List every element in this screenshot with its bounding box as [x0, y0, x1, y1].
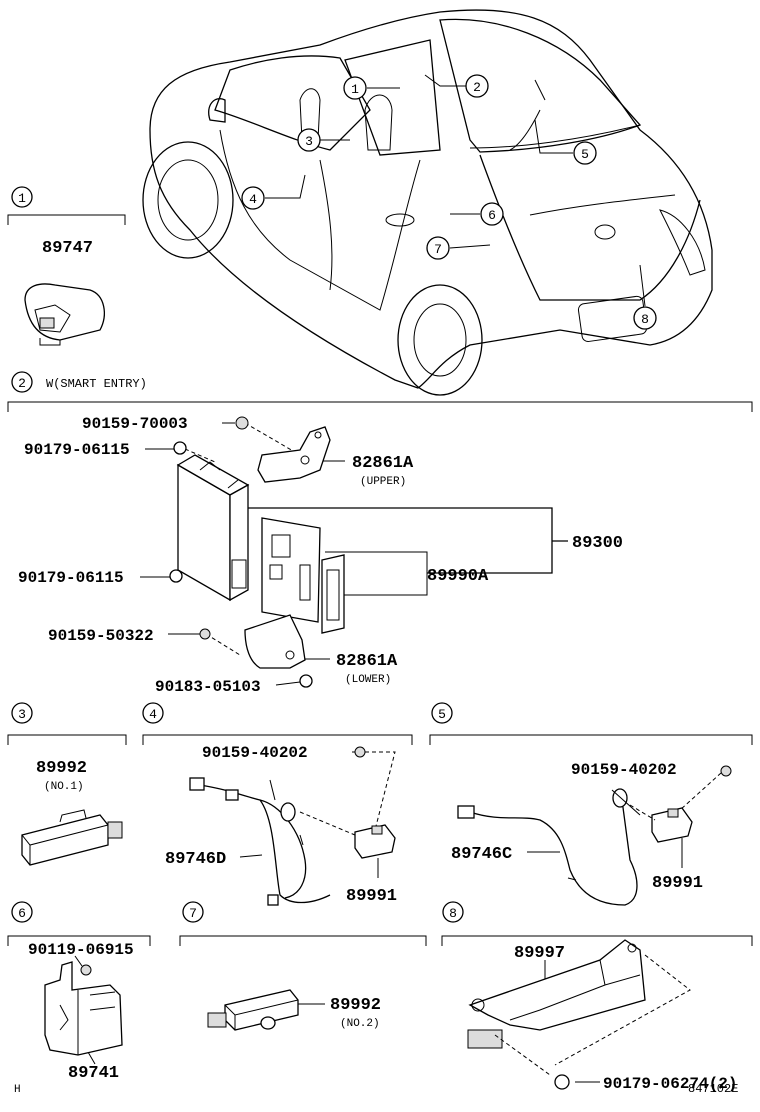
section-1: 1 89747	[7, 186, 126, 346]
callout-3	[297, 128, 321, 152]
part-89992-no2-drawing	[207, 989, 299, 1031]
bolt-90159-40202-s4-label: 90159-40202	[202, 744, 308, 762]
callout-1-label: 1	[351, 82, 359, 97]
callout-6	[480, 202, 504, 226]
section-8-number: 8	[449, 906, 457, 921]
callout-5-label: 5	[581, 147, 589, 162]
part-89741-drawing	[44, 961, 123, 1056]
part-89992-no2-label: 89992	[330, 996, 381, 1015]
card-89990A-label: 89990A	[427, 567, 489, 586]
bolt-90159-70003-label: 90159-70003	[82, 415, 188, 433]
callout-4	[241, 186, 265, 210]
card-board-drawing	[261, 517, 321, 623]
part-89992-no1-note: (NO.1)	[44, 781, 84, 793]
section-4-number: 4	[149, 707, 157, 722]
sensor-89991-s5-drawing	[651, 807, 693, 843]
part-89741-label: 89741	[68, 1064, 119, 1083]
nut-left-drawing	[173, 441, 187, 455]
callout-8	[633, 306, 657, 330]
callout-2	[465, 74, 489, 98]
section-2-number: 2	[18, 376, 26, 391]
section-5-number: 5	[438, 707, 446, 722]
key-card-drawing	[321, 554, 345, 634]
wire-89746C-label: 89746C	[451, 845, 512, 864]
nut-90183-05103-label: 90183-05103	[155, 678, 261, 696]
ecu-89300-label: 89300	[572, 534, 623, 553]
part-89747-drawing	[24, 283, 105, 346]
callout-2-label: 2	[473, 80, 481, 95]
nut-90179-06274-label: 90179-06274(2)	[603, 1075, 737, 1093]
nut-s8-drawing	[554, 1074, 570, 1090]
bracket-lower-drawing	[244, 614, 306, 669]
bracket-upper-note: (UPPER)	[360, 476, 406, 488]
section-3: 3 89992 (NO.1)	[7, 702, 127, 866]
callout-4-label: 4	[249, 192, 257, 207]
bracket-upper-drawing	[257, 426, 331, 483]
section-3-number: 3	[18, 707, 26, 722]
part-89747-label: 89747	[42, 239, 93, 258]
section-2-caption: W(SMART ENTRY)	[46, 377, 147, 391]
nut-low-drawing	[299, 674, 313, 688]
bolt-s5-drawing	[720, 765, 732, 777]
part-89992-no2-note: (NO.2)	[340, 1018, 380, 1030]
bolt-s4-drawing	[354, 746, 366, 758]
section-6: 6 90119-06915 89741	[7, 901, 151, 1083]
callout-7	[426, 236, 450, 260]
nut-left2-drawing	[169, 569, 183, 583]
nut-90179-06115-second-label: 90179-06115	[18, 569, 124, 587]
bolt-s6-drawing	[80, 964, 92, 976]
bracket-lower-label: 82861A	[336, 652, 398, 671]
bolt-low-drawing	[199, 628, 211, 640]
bolt-90159-40202-s5-label: 90159-40202	[571, 761, 677, 779]
sensor-89991-s4-drawing	[354, 824, 396, 859]
bracket-upper-label: 82861A	[352, 454, 414, 473]
callout-8-label: 8	[641, 312, 649, 327]
section-7-number: 7	[189, 906, 197, 921]
sensor-89991-s5-label: 89991	[652, 874, 703, 893]
bolt-90119-06915-label: 90119-06915	[28, 941, 134, 959]
section-2: 2 W(SMART ENTRY) 90159-70003 90179-06115…	[7, 371, 753, 696]
part-89992-no1-drawing	[21, 809, 123, 866]
part-89992-no1-label: 89992	[36, 759, 87, 778]
wire-89746D-drawing	[189, 777, 331, 906]
bracket-lower-note: (LOWER)	[345, 674, 391, 686]
wire-89746C-drawing	[457, 788, 641, 906]
ecu-drawing	[176, 454, 250, 602]
nut-90179-06115-label: 90179-06115	[24, 441, 130, 459]
section-7: 7 89992 (NO.2)	[179, 901, 427, 1031]
wire-89746D-label: 89746D	[165, 850, 226, 869]
callout-1	[343, 76, 367, 100]
footer-drawing-number: 847102E	[688, 1082, 738, 1096]
callout-6-label: 6	[488, 208, 496, 223]
car-illustration: 1 2 3 4 5 6 7 8	[142, 9, 713, 396]
bolt-90159-50322-label: 90159-50322	[48, 627, 154, 645]
sensor-89991-s4-label: 89991	[346, 887, 397, 906]
bolt-top-drawing	[235, 416, 249, 430]
section-8: 8 89997 90179-06274(2)	[441, 901, 753, 1093]
section-1-number: 1	[18, 191, 26, 206]
section-6-number: 6	[18, 906, 26, 921]
section-5: 5 90159-40202 89746C 89991	[429, 702, 753, 906]
part-89997-drawing	[467, 939, 646, 1049]
callout-3-label: 3	[305, 134, 313, 149]
footer-left-code: H	[14, 1084, 21, 1096]
section-4: 4 90159-40202 89746D 89991	[142, 702, 413, 906]
callout-5	[573, 141, 597, 165]
callout-7-label: 7	[434, 242, 442, 257]
part-89997-label: 89997	[514, 944, 565, 963]
